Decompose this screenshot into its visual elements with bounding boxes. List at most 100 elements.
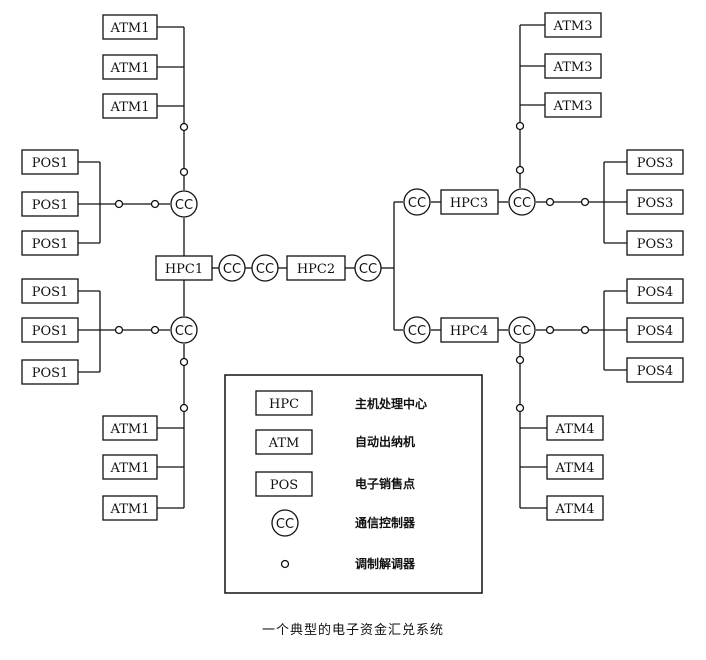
atm-box — [102, 495, 158, 521]
legend-modem-label: 调制解调器 — [355, 556, 416, 571]
cc-icon — [403, 188, 431, 216]
atm-label: ATM4 — [555, 461, 595, 476]
legend-cc-icon — [271, 509, 299, 537]
pos-box — [626, 317, 684, 343]
pos-box — [626, 230, 684, 256]
pos-box — [21, 359, 79, 385]
atm-box — [546, 415, 604, 441]
modems — [114, 121, 590, 413]
pos-label: POS1 — [32, 324, 69, 339]
hpc4-box — [440, 317, 499, 343]
pos-box — [21, 230, 79, 256]
cc-label: CC — [223, 262, 241, 277]
atm3-group: ATM3 ATM3 ATM3 — [544, 12, 602, 118]
modem-icon — [114, 199, 124, 209]
pos-label: POS1 — [32, 285, 69, 300]
legend-atm-label: 自动出纳机 — [355, 434, 415, 449]
atm-box — [544, 53, 602, 79]
legend-cc-label: 通信控制器 — [355, 515, 416, 530]
modem-icon — [150, 325, 160, 335]
atm-label: ATM1 — [110, 100, 150, 115]
pos-label: POS3 — [637, 237, 674, 252]
cc-label: CC — [513, 324, 531, 339]
modem-icon — [150, 199, 160, 209]
cc-label: CC — [408, 324, 426, 339]
legend-modem-icon — [280, 559, 290, 569]
cc-label: CC — [359, 262, 377, 277]
pos1-top-group: POS1 POS1 POS1 — [21, 149, 79, 256]
pos-label: POS4 — [637, 364, 674, 379]
hpc3-label: HPC3 — [450, 196, 488, 211]
cc-icon — [251, 254, 279, 282]
hpc3-box — [440, 189, 499, 215]
atm-label: ATM3 — [553, 60, 593, 75]
atm-box — [102, 93, 158, 119]
modem-icon — [580, 325, 590, 335]
atm-box — [546, 454, 604, 480]
pos-box — [21, 317, 79, 343]
cc-icon — [508, 316, 536, 344]
cc-label: CC — [175, 198, 193, 213]
cc-label: CC — [256, 262, 274, 277]
hpc1-box — [155, 255, 213, 281]
pos-label: POS1 — [32, 237, 69, 252]
pos1-bottom-group: POS1 POS1 POS1 — [21, 278, 79, 385]
legend-cc-symbol-text: CC — [276, 517, 294, 532]
pos-label: POS3 — [637, 156, 674, 171]
pos3-group: POS3 POS3 POS3 — [626, 149, 684, 256]
pos-label: POS3 — [637, 196, 674, 211]
atm-box — [102, 454, 158, 480]
cc-label: CC — [513, 196, 531, 211]
atm-box — [102, 415, 158, 441]
atm-box — [546, 495, 604, 521]
pos-label: POS4 — [637, 324, 674, 339]
hpc-boxes: HPC1 HPC2 HPC3 HPC4 — [155, 189, 499, 343]
cc-icon — [170, 190, 198, 218]
pos-label: POS1 — [32, 198, 69, 213]
hpc1-label: HPC1 — [165, 262, 203, 277]
atm-label: ATM1 — [110, 461, 150, 476]
pos-box — [626, 189, 684, 215]
pos-label: POS1 — [32, 156, 69, 171]
atm-box — [102, 54, 158, 80]
pos-box — [626, 149, 684, 175]
atm-box — [544, 12, 602, 38]
modem-icon — [545, 325, 555, 335]
hpc2-box — [286, 255, 346, 281]
pos-box — [626, 357, 684, 383]
figure-caption: 一个典型的电子资金汇兑系统 — [262, 622, 444, 638]
modem-icon — [114, 325, 124, 335]
cc-icon — [354, 254, 382, 282]
legend-atm-symbol — [255, 429, 313, 455]
modem-icon — [179, 357, 189, 367]
hpc2-label: HPC2 — [297, 262, 335, 277]
pos-box — [626, 278, 684, 304]
hpc4-label: HPC4 — [450, 324, 488, 339]
pos-label: POS1 — [32, 366, 69, 381]
atm-label: ATM4 — [555, 422, 595, 437]
cc-icon — [170, 316, 198, 344]
cc-label: CC — [175, 324, 193, 339]
atm-label: ATM1 — [110, 21, 150, 36]
legend-atm-symbol-text: ATM — [268, 436, 300, 451]
pos-box — [21, 191, 79, 217]
legend-hpc-symbol — [255, 390, 313, 416]
atm-box — [102, 14, 158, 40]
modem-icon — [179, 403, 189, 413]
cc-icon — [403, 316, 431, 344]
atm-label: ATM1 — [110, 61, 150, 76]
modem-icon — [580, 197, 590, 207]
modem-icon — [545, 197, 555, 207]
legend-pos-label: 电子销售点 — [355, 476, 415, 491]
cc-label: CC — [408, 196, 426, 211]
modem-icon — [515, 121, 525, 131]
modem-icon — [515, 165, 525, 175]
modem-icon — [515, 403, 525, 413]
legend-pos-symbol-text: POS — [270, 478, 298, 493]
cc-icon — [218, 254, 246, 282]
legend-hpc-label: 主机处理中心 — [355, 396, 427, 411]
modem-icon — [179, 167, 189, 177]
connection-lines — [78, 24, 627, 509]
pos-box — [21, 149, 79, 175]
